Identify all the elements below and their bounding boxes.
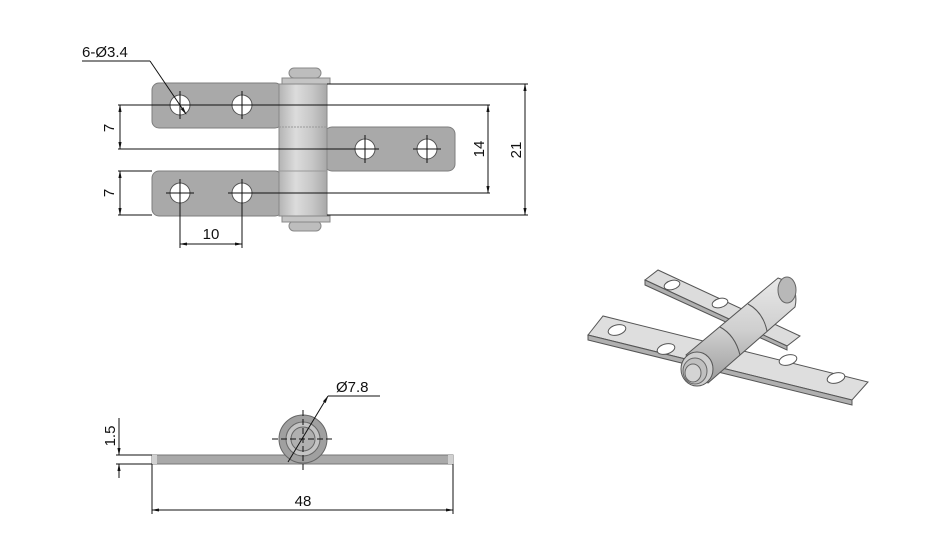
- barrel-diameter-label: Ø7.8: [336, 379, 369, 396]
- hole-icon: [166, 179, 194, 207]
- hole-icon: [351, 135, 379, 163]
- hole-icon: [228, 179, 256, 207]
- iso-barrel: [680, 276, 797, 387]
- barrel-section: [272, 410, 334, 470]
- dim-overall-height: 21: [508, 142, 525, 159]
- dim-pitch-upper: 7: [101, 124, 118, 132]
- hole-callout-label: 6-Ø3.4: [82, 44, 128, 61]
- mounting-holes: [166, 91, 441, 207]
- overall-length-label: 48: [295, 493, 312, 510]
- side-view: Ø7.8 1.5 48: [102, 379, 454, 514]
- dim-hole-spacing: 10: [203, 226, 220, 243]
- top-view: 6-Ø3.4 7 7 10 14 21: [82, 44, 528, 248]
- dim-pitch-lower: 7: [101, 189, 118, 197]
- hole-icon: [228, 91, 256, 119]
- hole-icon: [413, 135, 441, 163]
- dim-inner-height: 14: [471, 141, 488, 158]
- isometric-view: [587, 269, 869, 406]
- plate-thickness-label: 1.5: [102, 426, 119, 447]
- barrel-top: [278, 67, 331, 232]
